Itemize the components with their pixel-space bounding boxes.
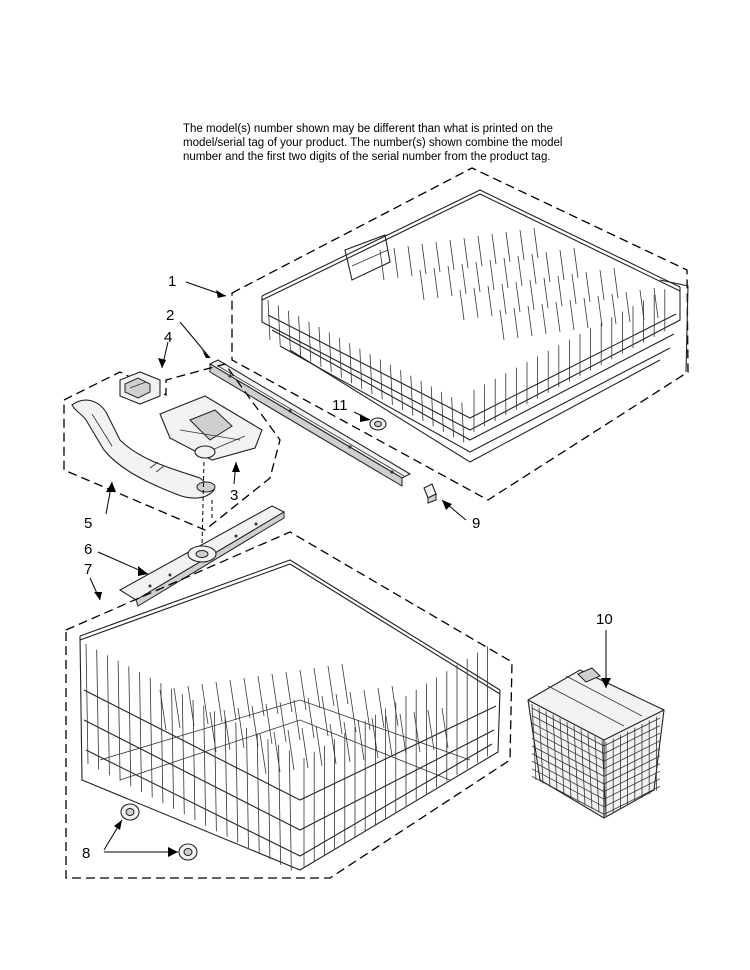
callout-5: 5 — [84, 515, 92, 532]
callout-2: 2 — [166, 307, 174, 324]
model-number-note: The model(s) number shown may be differe… — [183, 122, 603, 164]
lower-dishrack-icon — [65, 531, 513, 879]
track-stop-icon — [423, 483, 437, 504]
callout-6: 6 — [84, 541, 92, 558]
spray-arm-manifold-icon — [159, 395, 263, 461]
rack-wheel-icon — [120, 803, 198, 861]
note-line-1: The model(s) number shown may be differe… — [183, 123, 553, 135]
callout-3: 3 — [230, 487, 238, 504]
note-line-2: model/serial tag of your product. The nu… — [183, 137, 563, 149]
callout-4: 4 — [164, 329, 172, 346]
rack-track-icon — [208, 359, 412, 487]
callout-1: 1 — [168, 273, 176, 290]
clip-icon — [119, 371, 161, 405]
upper-dishrack-icon — [231, 167, 689, 501]
callout-8: 8 — [82, 845, 90, 862]
spray-arm-tube-icon — [71, 399, 216, 499]
note-line-3: number and the first two digits of the s… — [183, 151, 551, 163]
callout-9: 9 — [472, 515, 480, 532]
callout-11: 11 — [332, 397, 348, 414]
callout-10: 10 — [596, 611, 613, 628]
rack-roller-icon — [369, 417, 387, 431]
silverware-basket-icon — [527, 667, 665, 819]
callout-7: 7 — [84, 561, 92, 578]
